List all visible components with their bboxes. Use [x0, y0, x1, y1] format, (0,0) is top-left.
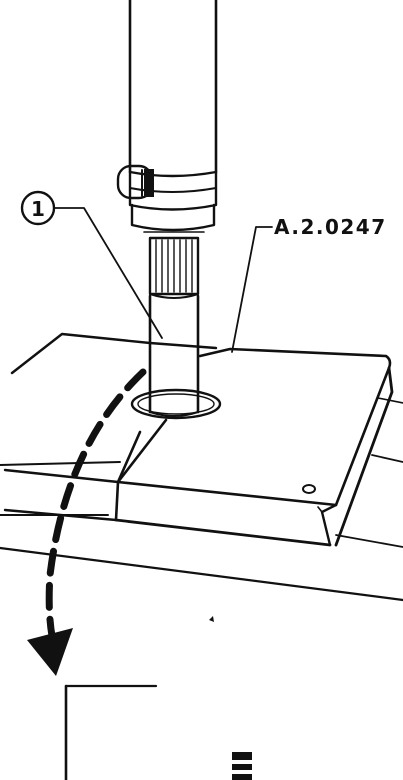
post-socket	[130, 388, 222, 420]
screw-hole	[302, 484, 316, 494]
callout-part-1: 1	[20, 190, 163, 339]
detail-marks	[209, 616, 254, 780]
base-plate	[3, 347, 394, 547]
post	[148, 294, 200, 417]
knurled-sleeve	[143, 231, 205, 299]
part-number-label: 1	[31, 197, 45, 221]
rotation-arrow	[27, 368, 147, 676]
reference-code-label: A.2.0247	[274, 215, 387, 239]
column-assembly	[116, 0, 218, 417]
machine-body	[0, 332, 403, 780]
callout-reference: A.2.0247	[231, 215, 387, 353]
arrow-head-icon	[27, 628, 73, 676]
